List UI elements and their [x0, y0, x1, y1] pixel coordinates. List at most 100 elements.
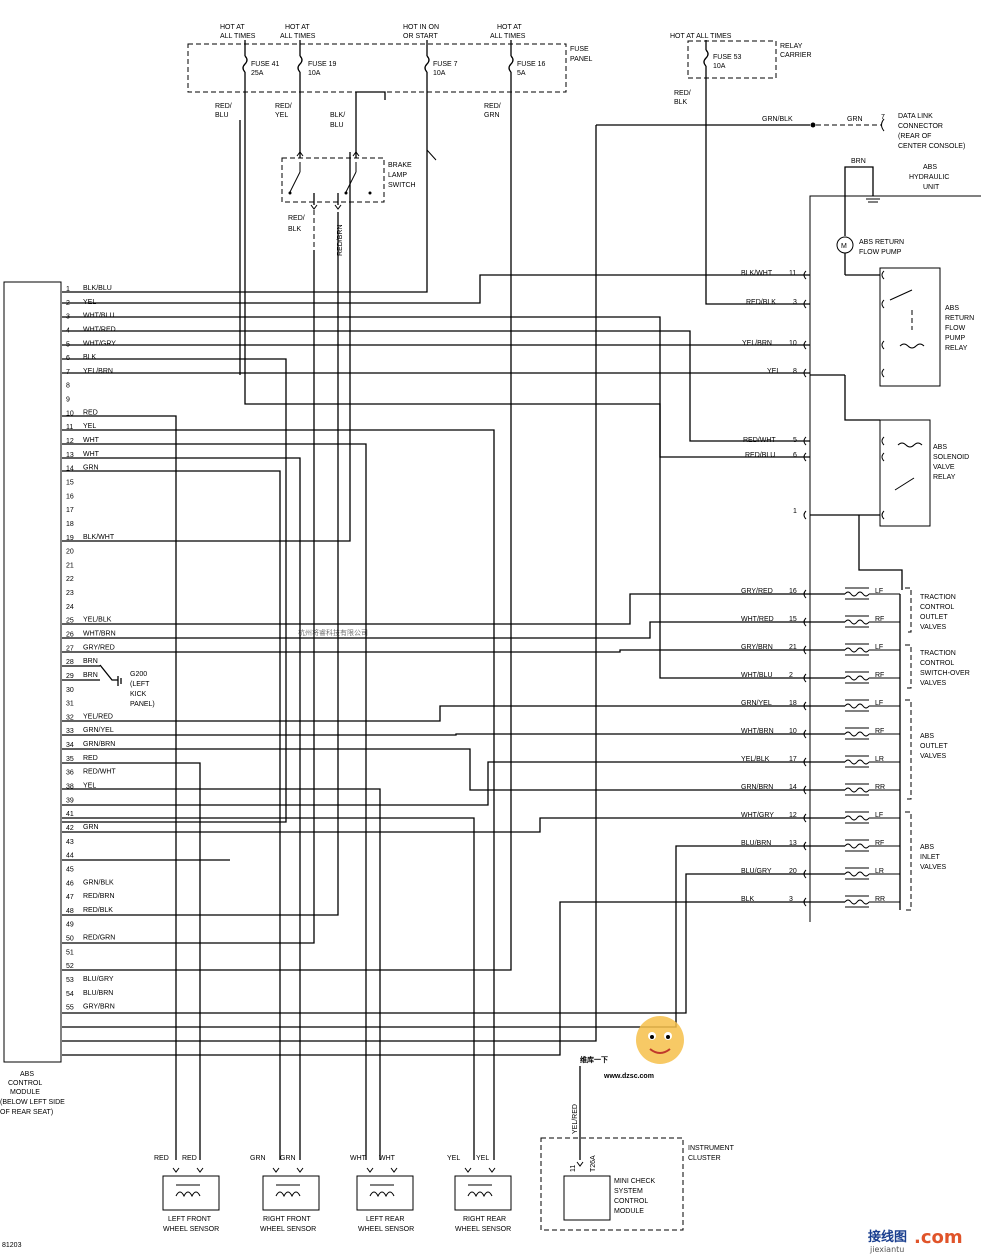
sensor-pin [464, 1167, 472, 1173]
connector-pin [881, 299, 885, 309]
valve-wire-label: BLU/BRN [741, 840, 771, 847]
svg-text:ABS RETURN: ABS RETURN [859, 239, 904, 246]
fuse-41: HOT AT ALL TIMES FUSE 41 25A RED/ BLU [215, 24, 280, 119]
valve-position: RF [875, 672, 884, 679]
svg-text:RED: RED [182, 1155, 197, 1162]
svg-text:HYDRAULIC: HYDRAULIC [909, 174, 949, 181]
valve-coil [844, 871, 870, 877]
left-front-wheel-sensor: RED RED LEFT FRONT WHEEL SENSOR [154, 1155, 219, 1233]
module-pin-number: 10 [66, 410, 74, 417]
module-pin-wire: GRY/RED [83, 644, 115, 651]
svg-text:BRN: BRN [851, 158, 866, 165]
module-pin-wire: BRN [83, 658, 98, 665]
svg-text:OUTLET: OUTLET [920, 743, 948, 750]
svg-text:OR START: OR START [403, 33, 438, 40]
svg-text:RELAY: RELAY [780, 43, 803, 50]
sensor-pin [272, 1167, 280, 1173]
svg-text:BLK: BLK [674, 99, 688, 106]
module-pin-wire: BLU/GRY [83, 976, 114, 983]
sensor-pin [366, 1167, 374, 1173]
svg-text:VALVES: VALVES [920, 680, 947, 687]
valve-pin-label: 16 [789, 588, 797, 595]
abs-hydraulic-unit: ABS HYDRAULIC UNIT BRN M ABS RETURN FLOW… [741, 158, 981, 922]
svg-text:UNIT: UNIT [923, 184, 940, 191]
wheel-sensors: RED RED LEFT FRONT WHEEL SENSOR GRN GRN … [154, 1155, 512, 1233]
module-pin-number: 38 [66, 784, 74, 791]
module-pin-wire: WHT/BLU [83, 313, 115, 320]
svg-text:YEL: YEL [476, 1155, 489, 1162]
valve-position: RF [875, 840, 884, 847]
valve-coil [844, 899, 870, 905]
module-pin-number: 22 [66, 576, 74, 583]
svg-text:OF REAR SEAT): OF REAR SEAT) [0, 1109, 53, 1116]
svg-text:GRN: GRN [484, 112, 500, 119]
svg-text:OUTLET: OUTLET [920, 614, 948, 621]
svg-text:(LEFT: (LEFT [130, 681, 150, 688]
svg-text:INLET: INLET [920, 854, 941, 861]
svg-text:TRACTION: TRACTION [920, 594, 956, 601]
valve-coil [844, 647, 870, 653]
sensor-coil [369, 1191, 395, 1198]
valve-wire-label: GRN/BRN [741, 784, 773, 791]
svg-text:10A: 10A [713, 63, 726, 70]
valve-pin-label: 17 [789, 756, 797, 763]
sensor-coil [275, 1191, 301, 1198]
valve-coil [844, 591, 870, 597]
svg-text:10A: 10A [433, 70, 446, 77]
connector-pin [803, 510, 807, 520]
svg-text:INSTRUMENT: INSTRUMENT [688, 1145, 735, 1152]
svg-text:杭州将睿科技有限公司: 杭州将睿科技有限公司 [298, 628, 368, 637]
svg-text:RED/: RED/ [484, 103, 501, 110]
module-pin-wire: YEL/BRN [83, 368, 113, 375]
wire-red-blk [705, 78, 810, 305]
svg-text:RED/BRN: RED/BRN [337, 224, 344, 256]
module-pin-number: 44 [66, 853, 74, 860]
instrument-cluster: INSTRUMENT CLUSTER YEL/RED 11 T26A MINI … [540, 1104, 735, 1231]
svg-text:VALVES: VALVES [920, 624, 947, 631]
module-pin-wire: YEL [83, 783, 96, 790]
module-pin-number: 18 [66, 521, 74, 528]
module-pin-number: 11 [66, 424, 73, 431]
dzsc-logo: 维库一下 www.dzsc.com [580, 1016, 684, 1080]
svg-text:WHT: WHT [379, 1155, 396, 1162]
module-pin-wire: WHT/BRN [83, 631, 116, 638]
connector-pin [881, 436, 885, 446]
svg-text:BLU: BLU [215, 112, 229, 119]
module-pin-number: 24 [66, 604, 74, 611]
connector-pin [881, 452, 885, 462]
svg-text:1: 1 [793, 508, 797, 515]
module-pin-wire: GRN [83, 824, 99, 831]
module-pin-wire: BLU/BRN [83, 990, 113, 997]
module-pin-number: 36 [66, 770, 74, 777]
svg-text:RED/BLU: RED/BLU [745, 452, 775, 459]
figure-id: 81203 [2, 1242, 22, 1249]
valve-wire-label: GRY/BRN [741, 644, 773, 651]
valve-wire-label: WHT/RED [741, 616, 774, 623]
svg-text:LAMP: LAMP [388, 172, 407, 179]
module-pin-wire: WHT [83, 451, 100, 458]
svg-text:RED/: RED/ [674, 90, 691, 97]
svg-text:CONTROL: CONTROL [8, 1080, 42, 1087]
svg-text:YEL: YEL [767, 368, 780, 375]
valve-pin-label: 18 [789, 700, 797, 707]
svg-text:RED: RED [154, 1155, 169, 1162]
module-pin-wire: BLK/BLU [83, 285, 112, 292]
svg-text:MINI CHECK: MINI CHECK [614, 1178, 656, 1185]
wire-red-grn [62, 92, 512, 971]
svg-text:5A: 5A [517, 70, 526, 77]
valve-position: LF [875, 588, 883, 595]
valve-wire-label: BLU/GRY [741, 868, 772, 875]
valve-pin-label: 12 [789, 812, 797, 819]
sensor-pin [390, 1167, 398, 1173]
svg-text:FUSE 16: FUSE 16 [517, 61, 546, 68]
svg-text:WHEEL SENSOR: WHEEL SENSOR [455, 1226, 511, 1233]
valve-position: LF [875, 812, 883, 819]
valve-wire-label: GRY/RED [741, 588, 773, 595]
svg-text:HOT AT: HOT AT [220, 24, 245, 31]
valve-wire-label: YEL/BLK [741, 756, 770, 763]
abs-control-module: ABS CONTROL MODULE (BELOW LEFT SIDE OF R… [0, 281, 116, 1116]
module-pin-wire: BLK [83, 354, 97, 361]
svg-text:.com: .com [914, 1227, 963, 1248]
svg-text:(BELOW LEFT SIDE: (BELOW LEFT SIDE [0, 1099, 65, 1106]
svg-text:FUSE 41: FUSE 41 [251, 61, 280, 68]
